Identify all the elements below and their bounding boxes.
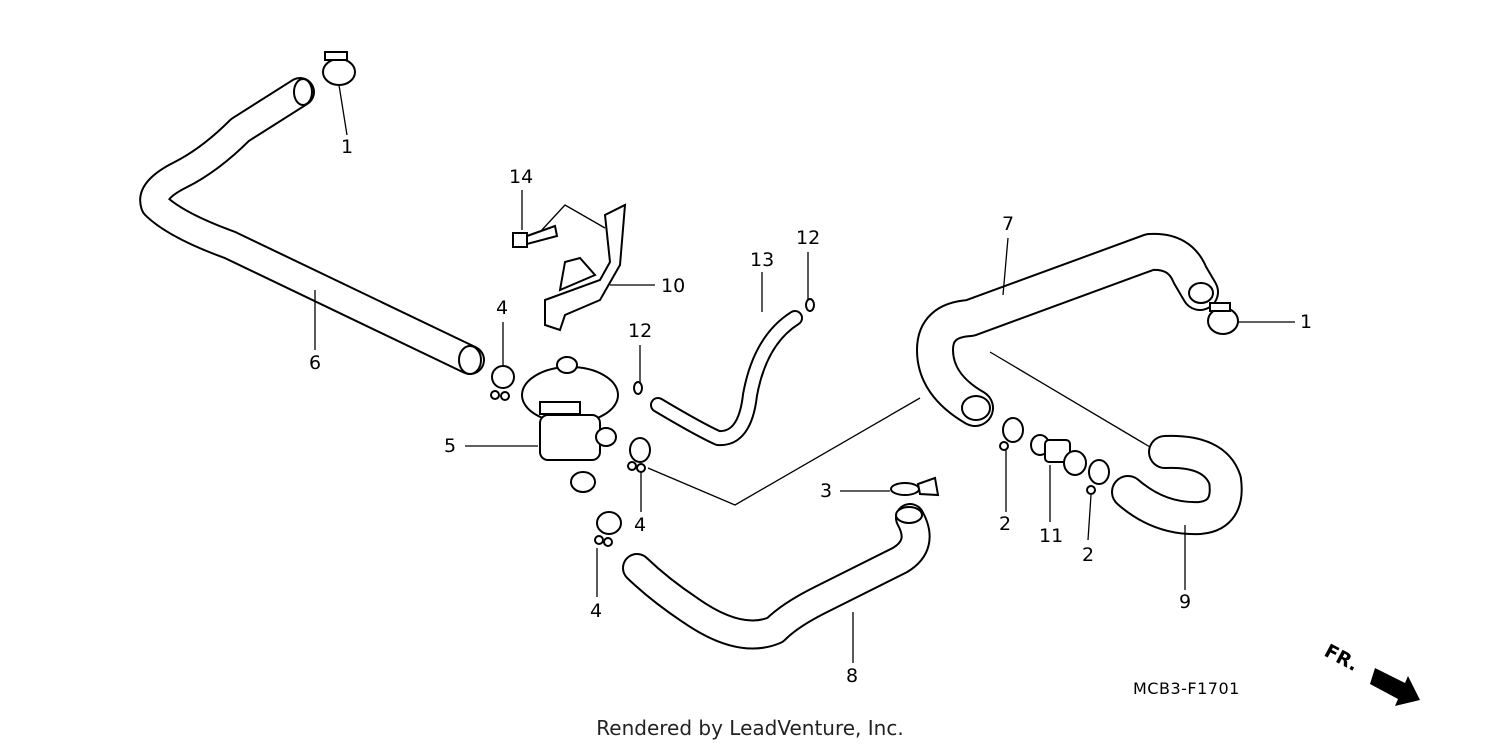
credit-footer: Rendered by LeadVenture, Inc. — [596, 716, 904, 740]
callout-6: 6 — [309, 352, 322, 374]
callout-4-middle: 4 — [634, 514, 647, 536]
clamp-4-left — [490, 365, 515, 401]
callout-10: 10 — [661, 275, 686, 297]
clamp-2-right — [1086, 459, 1110, 495]
callout-2-left: 2 — [999, 513, 1012, 535]
leader-lines — [314, 84, 1295, 663]
callout-13: 13 — [750, 249, 775, 271]
hose-8 — [622, 503, 931, 650]
hose-9 — [1111, 434, 1243, 536]
callout-14: 14 — [509, 166, 534, 188]
callout-7: 7 — [1002, 213, 1015, 235]
air-injection-valve-5 — [521, 356, 619, 493]
hose-6 — [139, 77, 485, 375]
callout-8: 8 — [846, 665, 859, 687]
diagram-code: MCB3-F1701 — [1133, 679, 1240, 698]
callout-12-right: 12 — [796, 227, 821, 249]
clip-12-b — [633, 381, 643, 395]
front-direction-arrow-icon — [1370, 668, 1420, 706]
clip-12-a — [805, 298, 815, 312]
bolt-14 — [512, 224, 559, 248]
callout-11: 11 — [1039, 525, 1064, 547]
callout-4-bottom: 4 — [590, 600, 603, 622]
clamp-2-left — [999, 417, 1024, 451]
clamp-1-right — [1207, 302, 1239, 335]
callout-5: 5 — [444, 435, 457, 457]
clip-3 — [890, 476, 940, 497]
callout-1-top: 1 — [341, 136, 354, 158]
clamp-4-middle — [627, 437, 651, 473]
callout-4-left: 4 — [496, 297, 509, 319]
callout-12-left: 12 — [628, 320, 653, 342]
callout-2-right: 2 — [1082, 544, 1095, 566]
joint-11 — [1030, 434, 1087, 476]
callout-3: 3 — [820, 480, 833, 502]
clamp-4-bottom — [594, 511, 622, 547]
bracket-10 — [544, 203, 627, 332]
clamp-1-top — [322, 51, 356, 86]
callout-9: 9 — [1179, 591, 1192, 613]
hose-13 — [650, 310, 803, 447]
hose-7 — [916, 232, 1219, 427]
callout-1-right: 1 — [1300, 311, 1313, 333]
